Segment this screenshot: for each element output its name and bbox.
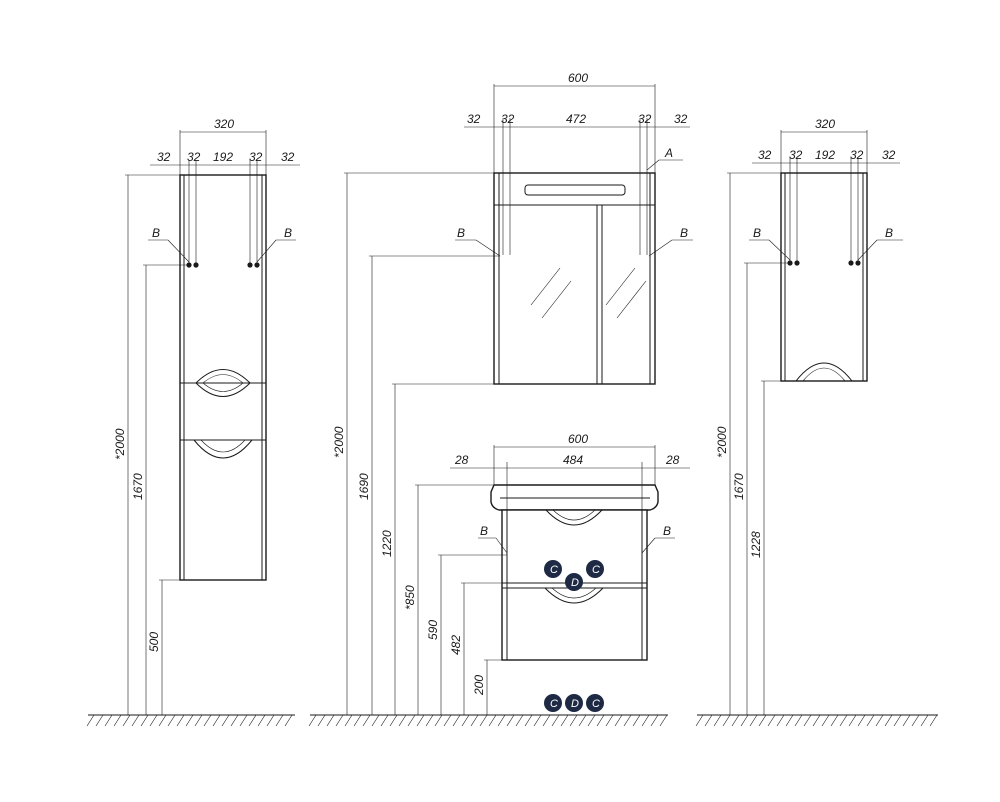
mirror-label-b-1: B <box>457 226 465 240</box>
mirror-width-2: 32 <box>501 112 515 126</box>
right-width-4: 32 <box>850 148 864 162</box>
mirror-width-4: 32 <box>638 112 652 126</box>
vanity-width-3: 28 <box>665 453 680 467</box>
left-tall-cabinet <box>179 174 267 581</box>
handle-icon <box>545 509 603 526</box>
marker-c-icon: C <box>586 694 604 712</box>
mirror-height-bottom: 1220 <box>380 530 394 557</box>
mirror-cabinet-dimensions: 600 32 32 472 32 32 A B B *2000 1690 122… <box>332 71 693 715</box>
right-label-b-1: B <box>753 226 761 240</box>
marker-c-label: C <box>550 698 558 710</box>
right-height-total: *2000 <box>715 426 729 458</box>
vanity-height-hole: 590 <box>426 620 440 640</box>
vanity-label-b-2: B <box>663 524 671 538</box>
mirror-height-hole: 1690 <box>357 473 371 500</box>
left-width-3: 192 <box>213 150 233 164</box>
mirror-width-3: 472 <box>566 112 586 126</box>
mirror-glare-icon <box>530 267 647 319</box>
right-label-b-2: B <box>885 226 893 240</box>
marker-d-icon: D <box>565 694 583 712</box>
vanity-width-2: 484 <box>563 453 583 467</box>
left-width-2: 32 <box>187 150 201 164</box>
mirror-label-b-2: B <box>680 226 688 240</box>
mirror-cabinet <box>493 172 656 385</box>
right-width-1: 32 <box>758 148 772 162</box>
marker-c-label: C <box>550 564 558 576</box>
mirror-width-5: 32 <box>674 112 688 126</box>
marker-c-icon: C <box>544 560 562 578</box>
left-label-b-2: B <box>284 226 292 240</box>
floor-right <box>695 714 938 727</box>
mirror-width-total: 600 <box>568 71 588 85</box>
mirror-label-a: A <box>664 146 673 160</box>
lamp-icon <box>524 184 626 196</box>
vanity-height-bottom: 200 <box>472 675 486 696</box>
left-width-4: 32 <box>249 150 263 164</box>
marker-c-label: C <box>592 564 600 576</box>
floor-left <box>86 714 295 727</box>
left-height-total: *2000 <box>113 428 127 460</box>
marker-d-icon: D <box>565 573 583 591</box>
left-height-bottom: 500 <box>147 632 161 652</box>
handle-icon <box>195 369 251 397</box>
vanity-height-top: *850 <box>403 585 417 610</box>
right-width-2: 32 <box>789 148 803 162</box>
marker-d-label: D <box>571 577 579 589</box>
right-width-5: 32 <box>882 148 896 162</box>
right-height-hole: 1670 <box>732 473 746 500</box>
vanity-markers-upper: C C D <box>544 560 604 591</box>
handle-icon <box>544 587 604 604</box>
left-width-5: 32 <box>281 150 295 164</box>
right-height-bottom: 1228 <box>749 531 763 558</box>
floor-middle <box>308 714 668 727</box>
left-width-total: 320 <box>214 117 234 131</box>
handle-icon <box>795 362 853 382</box>
left-label-b-1: B <box>152 226 160 240</box>
vanity-unit <box>490 484 659 661</box>
right-width-3: 192 <box>815 148 835 162</box>
mirror-width-1: 32 <box>467 112 481 126</box>
vanity-markers-floor: C D C <box>544 694 604 712</box>
marker-c-icon: C <box>586 560 604 578</box>
vanity-label-b-1: B <box>480 524 488 538</box>
right-wall-cabinet <box>780 172 868 382</box>
right-width-total: 320 <box>815 117 835 131</box>
left-cabinet-dimensions: 320 32 32 192 32 32 B B *2000 1670 500 <box>113 117 300 715</box>
marker-c-label: C <box>592 698 600 710</box>
mirror-height-total: *2000 <box>332 426 346 458</box>
left-width-1: 32 <box>157 150 171 164</box>
right-cabinet-dimensions: 320 32 32 192 32 32 B B *2000 1670 1228 <box>715 117 903 715</box>
vanity-width-1: 28 <box>454 453 469 467</box>
vanity-width-total: 600 <box>568 432 588 446</box>
left-height-hole: 1670 <box>131 473 145 500</box>
vanity-height-mid: 482 <box>449 635 463 655</box>
marker-c-icon: C <box>544 694 562 712</box>
vanity-dimensions: 600 28 484 28 B B *850 590 482 200 <box>403 432 690 715</box>
marker-d-label: D <box>571 698 579 710</box>
handle-icon <box>193 439 253 459</box>
